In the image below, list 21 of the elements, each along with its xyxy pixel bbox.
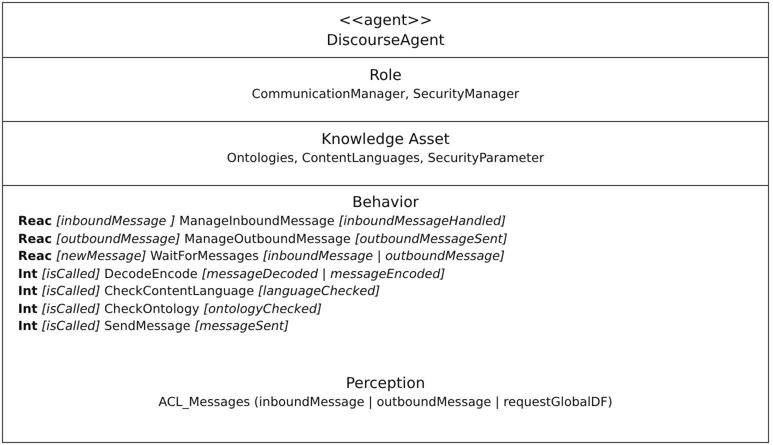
behavior-entry: Reac [outboundMessage] ManageOutboundMessage [outboundMessageSent]: [17, 230, 508, 247]
class-compartment: [2, 122, 769, 186]
class-header-compartment: [2, 2, 769, 58]
behavior-entry: Reac [newMessage] WaitForMessages [inboundMessage | outboundMessage]: [17, 247, 505, 264]
stereotype-label: <<agent>>: [338, 10, 432, 30]
class-name: DiscourseAgent: [326, 30, 445, 50]
compartment-title: Knowledge Asset: [321, 129, 450, 149]
behavior-entry: Int [isCalled] CheckOntology [ontologyChecked]: [17, 300, 322, 317]
class-compartment: [2, 186, 769, 368]
behavior-entry: Int [isCalled] DecodeEncode [messageDecoded | messageEncoded]: [17, 264, 446, 282]
behavior-entry: Int [isCalled] SendMessage [messageSent]: [17, 317, 289, 334]
compartment-content: CommunicationManager, SecurityManager: [252, 85, 520, 102]
compartment-title: Perception: [346, 373, 426, 393]
behavior-entry: Reac [inboundMessage ] ManageInboundMessage [inboundMessageHandled]: [17, 212, 506, 230]
compartment-title: Role: [369, 65, 402, 85]
class-compartment: [2, 366, 769, 443]
compartment-content: Ontologies, ContentLanguages, SecurityParameter: [226, 149, 544, 166]
behavior-entry: Int [isCalled] CheckContentLanguage [languageChecked]: [17, 282, 380, 300]
class-compartment: [2, 58, 769, 122]
compartment-content: ACL_Messages (inboundMessage | outboundMessage | requestGlobalDF): [158, 393, 612, 410]
compartment-title: Behavior: [352, 192, 419, 212]
